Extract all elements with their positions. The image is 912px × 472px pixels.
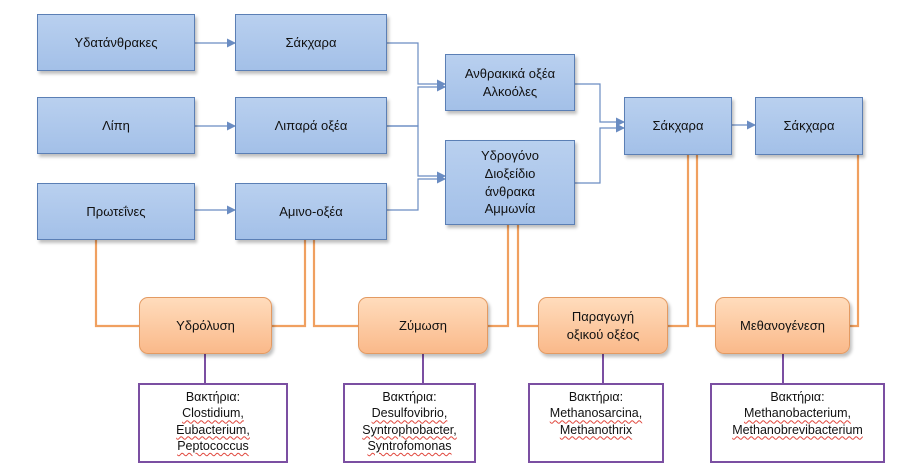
node-alcohols-label: Αλκοόλες — [482, 83, 538, 99]
bacteria-fermentation-item: Desulfovibrio, — [371, 406, 448, 421]
node-proteins-label: Πρωτεΐνες — [86, 203, 146, 219]
bacteria-methanogenesis-item: Methanobacterium, — [743, 406, 851, 421]
node-hydrogen-co2-ammonia: Υδρογόνο Διοξείδιο άνθρακα Αμμωνία — [445, 140, 575, 225]
node-amino-acids: Αμινο-οξέα — [235, 183, 387, 240]
node-sugars-3-label: Σάκχαρα — [783, 118, 835, 134]
stage-acetic-line1: Παραγωγή — [571, 308, 635, 324]
node-carbohydrates-label: Υδατάνθρακες — [74, 34, 158, 50]
line-sugars2-to-acetic — [668, 155, 690, 328]
arrow-fatty-to-carbonic — [387, 82, 446, 127]
node-proteins: Πρωτεΐνες — [37, 183, 195, 240]
line-sugars3-to-methano — [850, 155, 860, 328]
arrow-fatty-to-hydrogen — [387, 125, 446, 181]
line-amino-to-fermentation — [312, 240, 358, 328]
node-fatty-acids: Λιπαρά οξέα — [235, 97, 387, 154]
stage-fermentation-label: Ζύμωση — [399, 317, 447, 333]
bacteria-hydrolysis-title: Βακτήρια: — [185, 390, 241, 404]
bacteria-methanogenesis-title: Βακτήρια: — [770, 390, 825, 404]
arrow-sugars-to-carbonic — [387, 42, 446, 89]
bacteria-hydrolysis-item: Eubacterium, — [176, 422, 250, 437]
line-sugars2-to-methano — [695, 155, 715, 328]
node-carbon-label: άνθρακα — [484, 183, 535, 199]
node-sugars-2: Σάκχαρα — [624, 97, 732, 155]
node-ammonia-label: Αμμωνία — [484, 201, 536, 217]
node-carbonic-acids-label: Ανθρακικά οξέα — [464, 65, 556, 81]
arrow-carbonic-to-sugars2 — [575, 83, 625, 127]
node-fatty-acids-label: Λιπαρά οξέα — [274, 117, 348, 133]
bacteria-fermentation-item: Syntrophobacter, — [362, 422, 457, 437]
bacteria-methanogenesis: Βακτήρια: Methanobacterium, Methanobrevi… — [710, 383, 885, 463]
stage-hydrolysis: Υδρόλυση — [139, 297, 272, 354]
bacteria-hydrolysis: Βακτήρια: Clostidium, Eubacterium, Pepto… — [138, 383, 288, 463]
bacteria-fermentation: Βακτήρια: Desulfovibrio, Syntrophobacter… — [343, 383, 476, 463]
node-amino-acids-label: Αμινο-οξέα — [279, 203, 343, 219]
bacteria-acetic-item: Methanosarcina, — [549, 406, 643, 421]
stage-acetic-acid: Παραγωγή οξικού οξέος — [538, 297, 668, 354]
stage-fermentation: Ζύμωση — [358, 297, 488, 354]
bacteria-acetic: Βακτήρια: Methanosarcina, Methanothrix — [528, 383, 664, 463]
bacteria-methanogenesis-item: Methanobrevibacterium — [732, 422, 863, 437]
node-carbohydrates: Υδατάνθρακες — [37, 14, 195, 71]
node-lipids: Λίπη — [37, 97, 195, 154]
arrow-amino-to-hydrogen — [387, 174, 446, 211]
stage-acetic-line2: οξικού οξέος — [566, 326, 640, 342]
arrow-hydrogen-to-sugars2 — [575, 123, 625, 184]
stage-methanogenesis-label: Μεθανογένεση — [740, 317, 825, 333]
bacteria-fermentation-item: Syntrofomonas — [367, 438, 452, 453]
node-hydrogen-label: Υδρογόνο — [481, 148, 539, 164]
node-sugars-2-label: Σάκχαρα — [652, 118, 704, 134]
bacteria-hydrolysis-item: Peptococcus — [177, 438, 249, 453]
node-sugars-1: Σάκχαρα — [235, 14, 387, 71]
stage-methanogenesis: Μεθανογένεση — [715, 297, 850, 354]
stage-hydrolysis-label: Υδρόλυση — [176, 317, 235, 333]
node-dioxide-label: Διοξείδιο — [484, 165, 536, 181]
bacteria-fermentation-title: Βακτήρια: — [382, 390, 437, 404]
node-sugars-1-label: Σάκχαρα — [285, 34, 337, 50]
line-hydrogen-to-fermentation — [488, 225, 510, 328]
bacteria-acetic-item: Methanothrix — [559, 422, 633, 437]
node-sugars-3: Σάκχαρα — [755, 97, 863, 155]
bacteria-acetic-title: Βακτήρια: — [568, 390, 624, 404]
line-proteins-to-hydrolysis — [94, 240, 139, 328]
line-amino-to-hydrolysis — [272, 240, 307, 328]
node-lipids-label: Λίπη — [102, 117, 130, 133]
line-hydrogen-to-acetic — [516, 225, 538, 328]
bacteria-hydrolysis-item: Clostidium, — [182, 406, 244, 421]
node-carbonic-acids-alcohols: Ανθρακικά οξέα Αλκοόλες — [445, 54, 575, 111]
